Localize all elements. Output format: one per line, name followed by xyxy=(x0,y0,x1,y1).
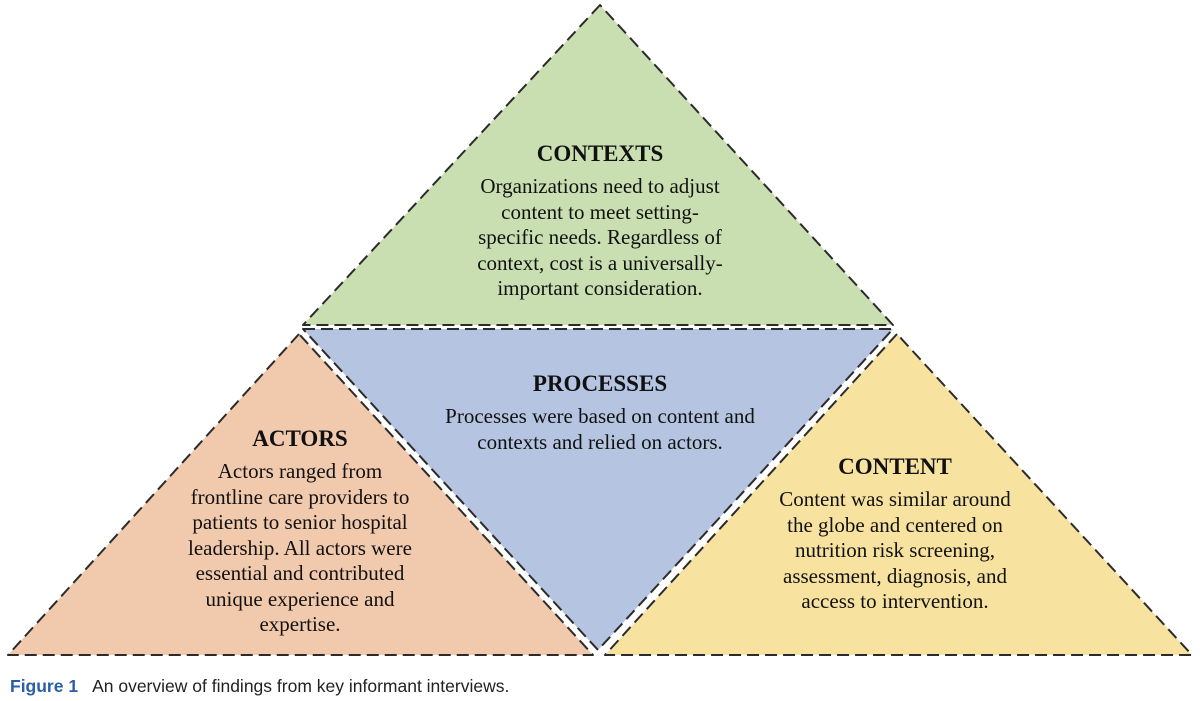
figure-label: Figure 1 xyxy=(10,676,79,696)
content-text: Content was similar around the globe and… xyxy=(745,487,1045,615)
processes-line: contexts and relied on actors. xyxy=(477,429,723,454)
contexts-section: CONTEXTS Organizations need to adjust co… xyxy=(390,140,810,302)
content-section: CONTENT Content was similar around the g… xyxy=(745,453,1045,615)
contexts-heading: CONTEXTS xyxy=(536,141,664,166)
content-triangle xyxy=(604,333,1193,656)
actors-line: leadership. All actors were xyxy=(188,535,412,560)
contexts-line: specific needs. Regardless of xyxy=(478,225,722,249)
actors-line: essential and contributed xyxy=(195,561,405,585)
figure-caption: Figure 1 An overview of findings from key… xyxy=(10,676,509,696)
content-line: assessment, diagnosis, and xyxy=(783,563,1007,588)
caption-text: An overview of findings from key informa… xyxy=(92,676,510,696)
processes-heading: PROCESSES xyxy=(532,371,668,396)
actors-line: patients to senior hospital xyxy=(192,510,408,534)
pyramid-diagram xyxy=(7,4,1193,656)
contexts-line: Organizations need to adjust xyxy=(480,174,720,198)
processes-triangle xyxy=(302,328,894,651)
contexts-line: important consideration. xyxy=(497,276,703,300)
processes-line: Processes were based on content and xyxy=(445,404,755,428)
actors-line: expertise. xyxy=(259,612,341,636)
processes-text: Processes were based on content and cont… xyxy=(400,404,800,455)
content-heading: CONTENT xyxy=(838,454,952,479)
actors-line: frontline care providers to xyxy=(190,484,410,509)
content-line: Content was similar around xyxy=(779,487,1011,511)
contexts-line: context, cost is a universally- xyxy=(477,250,723,275)
processes-section: PROCESSES Processes were based on conten… xyxy=(400,370,800,455)
contexts-text: Organizations need to adjust content to … xyxy=(390,174,810,302)
actors-triangle xyxy=(7,333,594,656)
contexts-triangle xyxy=(302,4,894,326)
contexts-line: content to meet setting- xyxy=(501,199,699,224)
content-line: nutrition risk screening, xyxy=(794,538,996,562)
content-line: access to intervention. xyxy=(801,589,989,613)
actors-heading: ACTORS xyxy=(252,426,348,451)
actors-line: unique experience and xyxy=(205,586,395,611)
actors-line: Actors ranged from xyxy=(217,459,383,483)
content-line: the globe and centered on xyxy=(787,512,1003,537)
actors-section: ACTORS Actors ranged from frontline care… xyxy=(150,425,450,638)
actors-text: Actors ranged from frontline care provid… xyxy=(150,459,450,638)
